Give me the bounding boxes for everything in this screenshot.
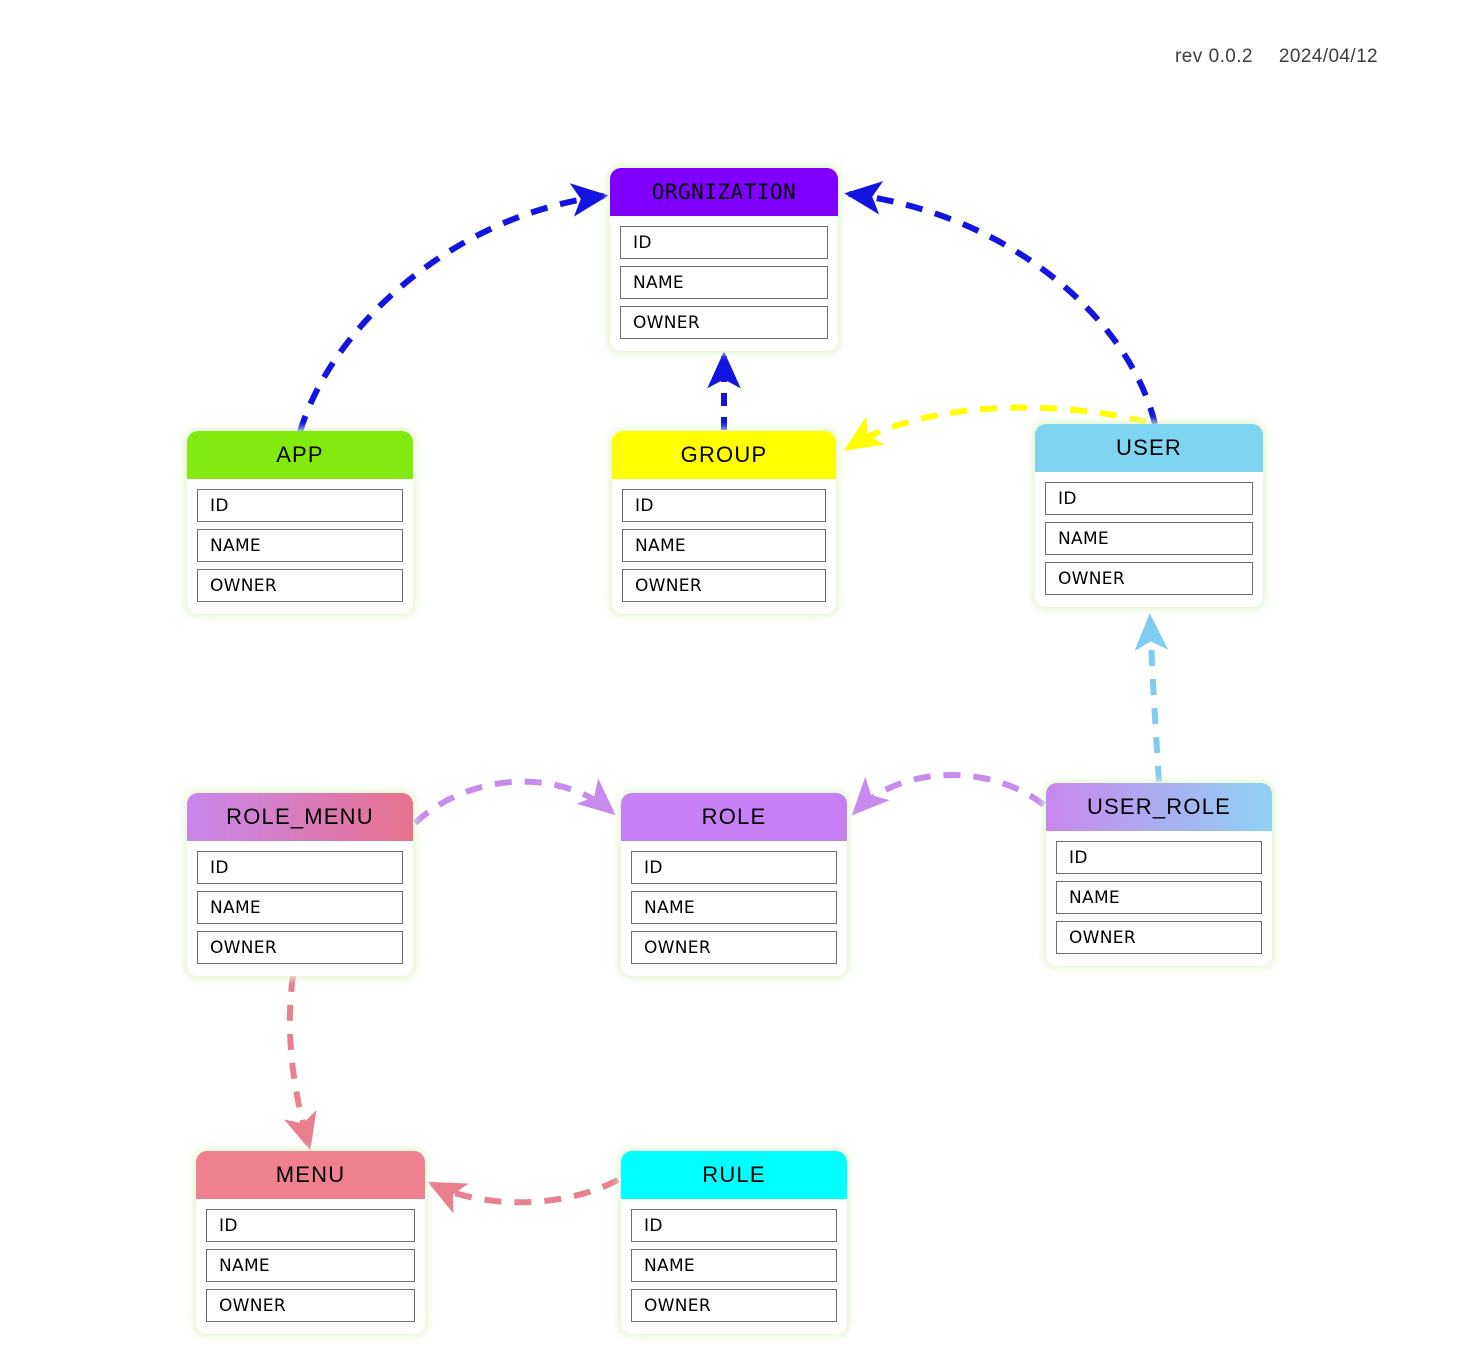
attribute-list-role: ID NAME OWNER	[621, 841, 847, 976]
attribute-row: ID	[1056, 841, 1262, 874]
attribute-row: NAME	[620, 266, 828, 299]
entity-orgnization[interactable]: ORGNIZATION ID NAME OWNER	[610, 168, 838, 351]
attribute-list-user: ID NAME OWNER	[1035, 472, 1263, 607]
attribute-row: NAME	[631, 891, 837, 924]
attribute-row: OWNER	[631, 1289, 837, 1322]
entity-user[interactable]: USER ID NAME OWNER	[1035, 424, 1263, 607]
entity-title-group: GROUP	[612, 431, 836, 479]
entity-app[interactable]: APP ID NAME OWNER	[187, 431, 413, 614]
entity-title-orgnization: ORGNIZATION	[610, 168, 838, 216]
entity-title-user: USER	[1035, 424, 1263, 472]
attribute-row: ID	[631, 851, 837, 884]
attribute-row: OWNER	[197, 931, 403, 964]
attribute-list-orgnization: ID NAME OWNER	[610, 216, 838, 351]
attribute-row: ID	[1045, 482, 1253, 515]
attribute-list-app: ID NAME OWNER	[187, 479, 413, 614]
attribute-list-user-role: ID NAME OWNER	[1046, 831, 1272, 966]
entity-group[interactable]: GROUP ID NAME OWNER	[612, 431, 836, 614]
attribute-list-group: ID NAME OWNER	[612, 479, 836, 614]
attribute-row: ID	[622, 489, 826, 522]
entity-title-app: APP	[187, 431, 413, 479]
attribute-row: NAME	[206, 1249, 415, 1282]
attribute-list-rule: ID NAME OWNER	[621, 1199, 847, 1334]
edge-role_menu-to-role	[412, 778, 616, 826]
attribute-row: OWNER	[1045, 562, 1253, 595]
entity-user-role[interactable]: USER_ROLE ID NAME OWNER	[1046, 783, 1272, 966]
entity-title-role-menu: ROLE_MENU	[187, 793, 413, 841]
attribute-row: ID	[206, 1209, 415, 1242]
edge-app-to-orgnization	[297, 183, 609, 433]
entity-menu[interactable]: MENU ID NAME OWNER	[196, 1151, 425, 1334]
entity-rule[interactable]: RULE ID NAME OWNER	[621, 1151, 847, 1334]
entity-title-rule: RULE	[621, 1151, 847, 1199]
revision-date: 2024/04/12	[1278, 46, 1378, 67]
attribute-row: NAME	[622, 529, 826, 562]
edge-rule-to-menu	[427, 1177, 620, 1214]
entity-title-menu: MENU	[196, 1151, 425, 1199]
attribute-row: OWNER	[197, 569, 403, 602]
revision-label: rev	[1175, 46, 1203, 67]
entity-role[interactable]: ROLE ID NAME OWNER	[621, 793, 847, 976]
entity-role-menu[interactable]: ROLE_MENU ID NAME OWNER	[187, 793, 413, 976]
attribute-row: OWNER	[620, 306, 828, 339]
attribute-row: OWNER	[631, 931, 837, 964]
attribute-row: NAME	[1056, 881, 1262, 914]
edge-user-to-orgnization	[844, 181, 1158, 425]
attribute-row: OWNER	[622, 569, 826, 602]
attribute-row: OWNER	[206, 1289, 415, 1322]
entity-title-role: ROLE	[621, 793, 847, 841]
edge-user_role-to-role	[851, 772, 1046, 816]
attribute-row: ID	[620, 226, 828, 259]
attribute-row: NAME	[631, 1249, 837, 1282]
attribute-list-role-menu: ID NAME OWNER	[187, 841, 413, 976]
edge-role_menu-to-menu	[284, 975, 317, 1151]
attribute-row: NAME	[197, 891, 403, 924]
attribute-list-menu: ID NAME OWNER	[196, 1199, 425, 1334]
edge-user_role-to-user	[1134, 613, 1169, 783]
attribute-row: ID	[197, 851, 403, 884]
attribute-row: ID	[197, 489, 403, 522]
attribute-row: NAME	[197, 529, 403, 562]
attribute-row: NAME	[1045, 522, 1253, 555]
attribute-row: ID	[631, 1209, 837, 1242]
revision-number: 0.0.2	[1208, 46, 1253, 67]
attribute-row: OWNER	[1056, 921, 1262, 954]
entity-title-user-role: USER_ROLE	[1046, 783, 1272, 831]
